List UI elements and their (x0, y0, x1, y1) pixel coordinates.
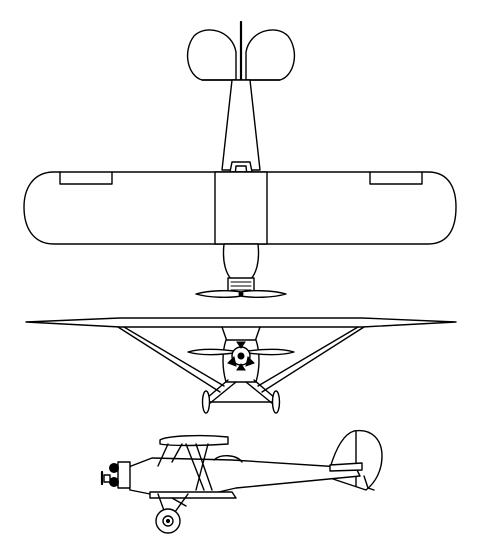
side-view-engine (117, 461, 131, 489)
top-view-tailplane (186, 29, 237, 81)
side-view-tailplane (329, 462, 363, 472)
side-view (100, 429, 383, 534)
side-view-lower-wing (149, 491, 237, 499)
side-view-fuselage (125, 457, 361, 495)
top-view-center-section (214, 171, 268, 245)
front-view-strut-right (261, 326, 365, 393)
front-view-strut-left (117, 326, 221, 393)
side-view-propeller (103, 474, 111, 483)
side-view-tail-skid (363, 475, 375, 491)
front-view-gear-right (253, 379, 276, 399)
top-view-nose (222, 243, 260, 281)
top-view (23, 20, 457, 299)
front-view-wheel-left (201, 390, 211, 414)
top-view-fuselage (221, 79, 261, 171)
front-view (25, 317, 457, 414)
top-view-tailplane-right (245, 29, 296, 81)
top-view-cockpit (229, 161, 253, 173)
top-view-aileron-right (369, 171, 423, 185)
top-view-aileron-left (59, 171, 113, 185)
side-view-cockpit (213, 455, 243, 463)
front-view-wing (25, 317, 457, 328)
front-view-wheel-right (271, 390, 281, 414)
front-view-gear-left (206, 379, 229, 399)
side-view-upper-wing (159, 434, 229, 447)
